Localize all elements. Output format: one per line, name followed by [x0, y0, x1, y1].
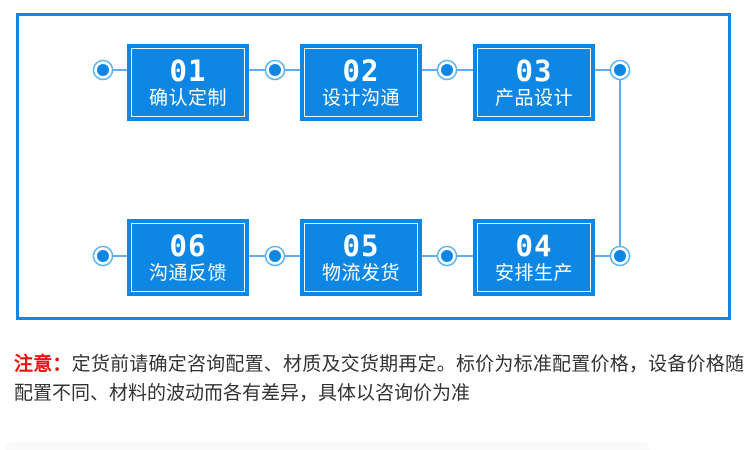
- bottom-divider: [5, 441, 650, 450]
- step-number: 04: [515, 229, 553, 263]
- connector-dot: [92, 245, 114, 267]
- step-box-04: 04 安排生产: [473, 219, 595, 296]
- step-label: 沟通反馈: [148, 263, 227, 284]
- step-box-01: 01 确认定制: [127, 44, 249, 121]
- step-box-03: 03 产品设计: [473, 44, 595, 121]
- step-label: 确认定制: [148, 88, 227, 109]
- step-number: 02: [342, 54, 380, 88]
- step-box-02: 02 设计沟通: [300, 44, 422, 121]
- notice-prefix: 注意：: [14, 354, 72, 375]
- connector-dot: [436, 245, 458, 267]
- step-box-05: 05 物流发货: [300, 219, 422, 296]
- step-label: 物流发货: [321, 263, 400, 284]
- connector-dot: [436, 59, 458, 81]
- step-label: 设计沟通: [321, 88, 400, 109]
- connector-dot: [609, 245, 631, 267]
- connector-dot: [609, 59, 631, 81]
- step-label: 安排生产: [494, 263, 573, 284]
- step-number: 01: [169, 54, 207, 88]
- step-label: 产品设计: [494, 88, 573, 109]
- connector-dot: [264, 245, 286, 267]
- connector-dot: [92, 59, 114, 81]
- step-number: 05: [342, 229, 380, 263]
- step-number: 03: [515, 54, 553, 88]
- step-box-06: 06 沟通反馈: [127, 219, 249, 296]
- step-number: 06: [169, 229, 207, 263]
- notice-paragraph: 注意：定货前请确定咨询配置、材质及交货期再定。标价为标准配置价格，设备价格随配置…: [14, 350, 744, 408]
- notice-text: 定货前请确定咨询配置、材质及交货期再定。标价为标准配置价格，设备价格随配置不同、…: [14, 354, 744, 404]
- connector-dot: [264, 59, 286, 81]
